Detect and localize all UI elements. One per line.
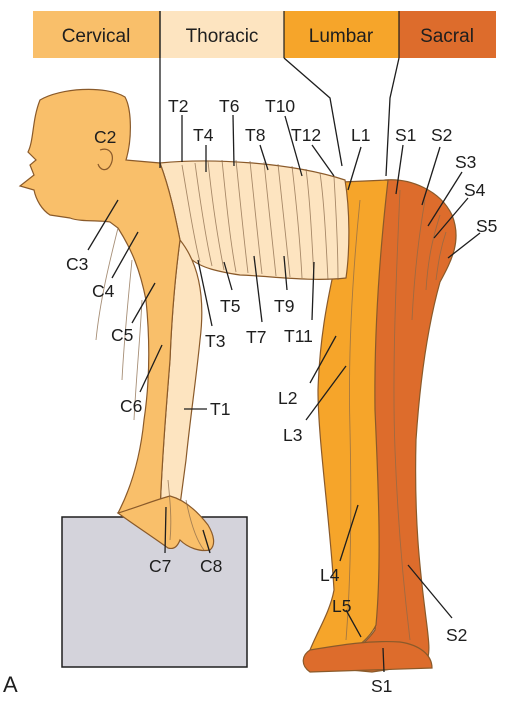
cervical-region [20,89,180,515]
label-t1: T1 [210,399,230,419]
label-l2: L2 [278,388,297,408]
label-t8: T8 [245,125,265,145]
label-s1-top: S1 [395,125,416,145]
label-t2: T2 [168,96,188,116]
label-s3: S3 [455,152,476,172]
label-c3: C3 [66,254,88,274]
legend: Cervical Thoracic Lumbar Sacral [33,11,496,58]
panel-label: A [3,672,18,697]
label-c5: C5 [111,325,133,345]
label-s4: S4 [464,180,486,200]
label-c2: C2 [94,127,116,147]
label-l5: L5 [332,596,351,616]
label-l3: L3 [283,425,302,445]
label-s2-top: S2 [431,125,452,145]
legend-lumbar-label: Lumbar [309,26,374,47]
label-t9: T9 [274,296,294,316]
legend-cervical-label: Cervical [62,26,131,47]
label-t5: T5 [220,296,240,316]
label-t7: T7 [246,327,266,347]
label-t3: T3 [205,331,225,351]
label-t12: T12 [291,125,321,145]
label-s1-foot: S1 [371,676,392,696]
label-c8: C8 [200,556,222,576]
label-c4: C4 [92,281,115,301]
label-s2-foot: S2 [446,625,467,645]
label-l4: L4 [320,565,340,585]
label-l1: L1 [351,125,370,145]
label-t4: T4 [193,125,214,145]
label-c7: C7 [149,556,171,576]
label-t6: T6 [219,96,239,116]
label-t11: T11 [284,326,313,346]
label-c6: C6 [120,396,142,416]
label-t10: T10 [265,96,295,116]
label-s5: S5 [476,216,497,236]
support-box [62,517,247,667]
legend-sacral-label: Sacral [420,26,474,47]
legend-thoracic-label: Thoracic [186,26,259,47]
